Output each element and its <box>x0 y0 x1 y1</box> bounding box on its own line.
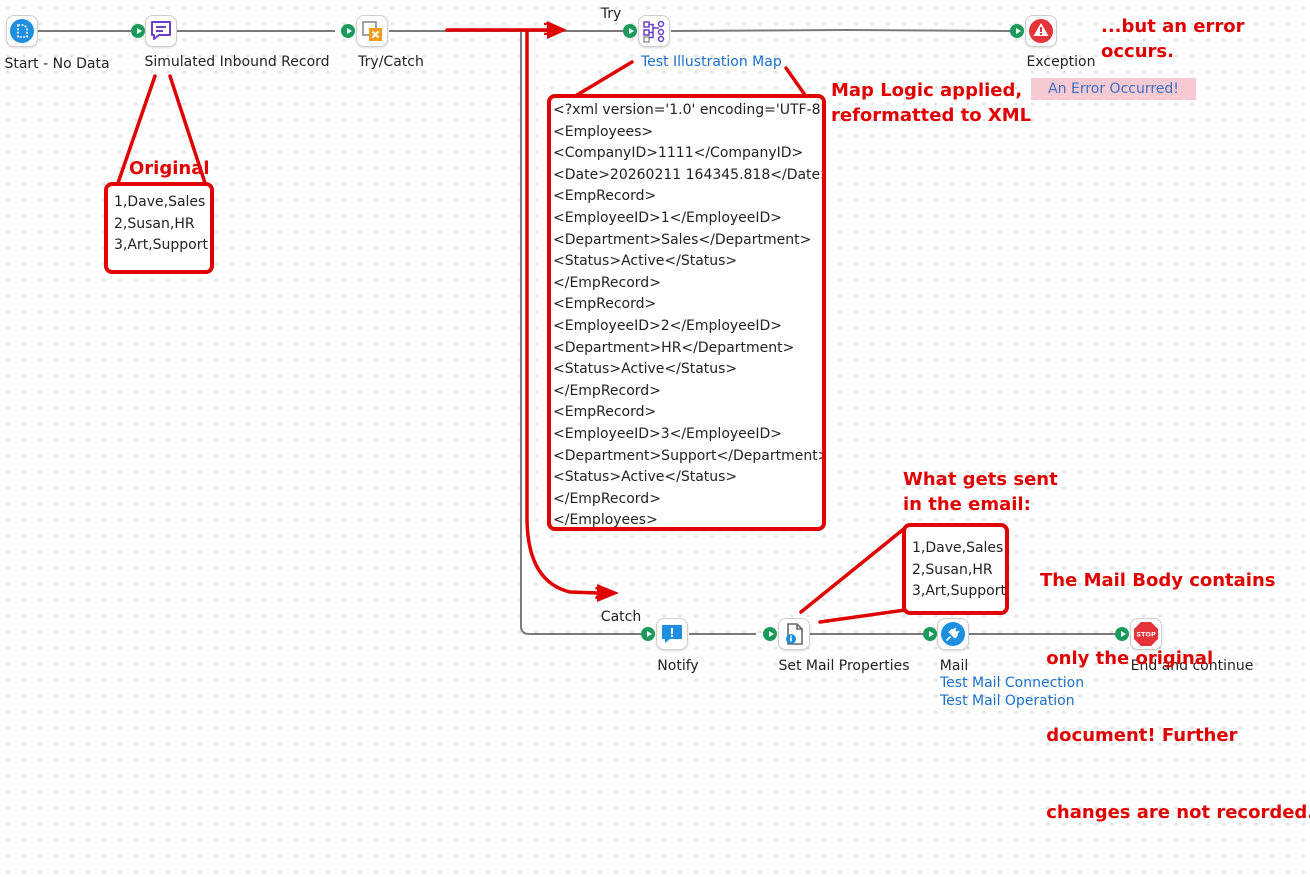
mail-label: Mail <box>939 658 969 674</box>
original-data-callout: 1,Dave,Sales 2,Susan,HR 3,Art,Support <box>104 182 214 274</box>
input-port[interactable] <box>341 24 355 38</box>
notify-node[interactable] <box>656 618 688 650</box>
text-line: <EmpRecord> <box>553 188 657 205</box>
set-mail-properties-label: Set Mail Properties <box>778 658 910 674</box>
text-line: 3,Art,Support <box>912 583 1006 600</box>
catch-branch-number: 2 <box>594 584 606 604</box>
start-node[interactable] <box>6 15 38 47</box>
annotation-line: The Mail Body contains <box>1040 570 1276 592</box>
simulated-record-label: Simulated Inbound Record <box>144 54 330 70</box>
stop-icon-text: STOP <box>1136 631 1156 639</box>
annotation-line: document! Further <box>1040 724 1238 746</box>
mail-connector-node[interactable] <box>937 618 969 650</box>
text-line: </Employees> <box>553 512 658 529</box>
callout-pointer-line <box>784 66 807 97</box>
text-line: <EmployeeID>2</EmployeeID> <box>553 317 783 334</box>
try-catch-icon <box>362 21 382 41</box>
document-start-icon <box>10 19 34 43</box>
catch-branch-label: Catch <box>600 609 642 625</box>
connector-line <box>670 28 1011 32</box>
end-node-label: End and continue <box>1130 658 1254 674</box>
callout-pointer-line <box>799 526 907 614</box>
text-line: <Status>Active</Status> <box>553 361 738 378</box>
text-line: <Department>Sales</Department> <box>553 231 812 248</box>
email-data-lines: 1,Dave,Sales 2,Susan,HR 3,Art,Support <box>912 538 1006 603</box>
process-canvas[interactable]: Start - No Data Simulated Inbound Record… <box>0 0 1310 823</box>
text-line: 1,Dave,Sales <box>912 540 1004 556</box>
text-line: <?xml version='1.0' encoding='UTF-8'?> <box>553 102 826 118</box>
input-port[interactable] <box>923 627 937 641</box>
try-branch-label: Try <box>600 6 622 22</box>
text-line: 3,Art,Support <box>114 237 208 254</box>
text-line: 2,Susan,HR <box>114 215 195 232</box>
try-catch-node[interactable] <box>356 15 388 47</box>
notify-icon <box>662 625 682 643</box>
mail-connection-link[interactable]: Test Mail Connection <box>940 675 1085 691</box>
notify-label: Notify <box>657 658 699 674</box>
email-data-callout: 1,Dave,Sales 2,Susan,HR 3,Art,Support <box>902 523 1009 615</box>
text-line: <EmpRecord> <box>553 404 657 421</box>
mail-operation-link[interactable]: Test Mail Operation <box>940 693 1075 709</box>
text-line: <EmpRecord> <box>553 296 657 313</box>
document-properties-icon <box>786 623 803 645</box>
map-icon <box>643 20 665 43</box>
map-node[interactable] <box>638 15 670 47</box>
set-mail-properties-node[interactable] <box>778 618 810 650</box>
callout-pointer-line <box>570 60 634 100</box>
text-line: </EmpRecord> <box>553 382 661 399</box>
map-logic-annotation: Map Logic applied, reformatted to XML <box>831 78 1031 128</box>
exception-node[interactable] <box>1025 15 1057 47</box>
exception-label: Exception <box>1026 54 1096 70</box>
text-line: <Department>HR</Department> <box>553 339 795 356</box>
text-line: 2,Susan,HR <box>912 561 993 578</box>
error-message-badge: An Error Occurred! <box>1031 78 1196 100</box>
original-data-lines: 1,Dave,Sales 2,Susan,HR 3,Art,Support <box>114 192 210 257</box>
input-port[interactable] <box>623 24 637 38</box>
map-node-link[interactable]: Test Illustration Map <box>641 54 782 70</box>
annotation-line: in the email: <box>903 494 1031 515</box>
input-port[interactable] <box>1115 627 1129 641</box>
text-line: <EmployeeID>3</EmployeeID> <box>553 425 783 442</box>
end-node[interactable]: STOP <box>1130 618 1162 650</box>
xml-output-lines: <?xml version='1.0' encoding='UTF-8'?> <E… <box>553 100 826 529</box>
annotation-line: occurs. <box>1101 41 1174 62</box>
mail-connector-icon <box>941 622 965 646</box>
input-port[interactable] <box>131 24 145 38</box>
try-catch-label: Try/Catch <box>358 54 424 70</box>
text-line: <Status>Active</Status> <box>553 253 738 270</box>
try-branch-number: 1 <box>542 20 554 40</box>
text-line: 1,Dave,Sales <box>114 194 206 210</box>
input-port[interactable] <box>641 627 655 641</box>
text-line: <EmployeeID>1</EmployeeID> <box>553 209 783 226</box>
callout-pointer-line <box>818 608 907 624</box>
annotation-line: What gets sent <box>903 469 1058 490</box>
text-line: <Status>Active</Status> <box>553 469 738 486</box>
annotation-line: Map Logic applied, <box>831 80 1023 101</box>
error-annotation: ...but an error occurs. <box>1101 14 1245 64</box>
simulated-record-node[interactable] <box>145 15 177 47</box>
mail-body-note-annotation: The Mail Body contains only the original… <box>1040 517 1310 877</box>
text-line: <Department>Support</Department> <box>553 447 826 464</box>
email-content-annotation: What gets sent in the email: <box>903 467 1058 517</box>
annotation-line: reformatted to XML <box>831 105 1032 126</box>
xml-output-callout: <?xml version='1.0' encoding='UTF-8'?> <E… <box>547 94 826 531</box>
text-line: <CompanyID>1111</CompanyID> <box>553 145 804 162</box>
start-node-label: Start - No Data <box>4 56 110 72</box>
text-line: <Date>20260211 164345.818</Date> <box>553 166 826 183</box>
input-port[interactable] <box>763 627 777 641</box>
text-line: </EmpRecord> <box>553 274 661 291</box>
original-annotation: Original <box>129 158 210 179</box>
text-line: <Employees> <box>553 123 654 140</box>
annotation-line: ...but an error <box>1101 16 1245 37</box>
annotation-line: only the original <box>1040 647 1214 669</box>
text-line: </EmpRecord> <box>553 490 661 507</box>
message-icon <box>151 21 171 40</box>
input-port[interactable] <box>1010 24 1024 38</box>
annotation-line: changes are not recorded. <box>1040 801 1310 823</box>
stop-icon: STOP <box>1134 622 1158 646</box>
warning-icon <box>1029 19 1053 43</box>
